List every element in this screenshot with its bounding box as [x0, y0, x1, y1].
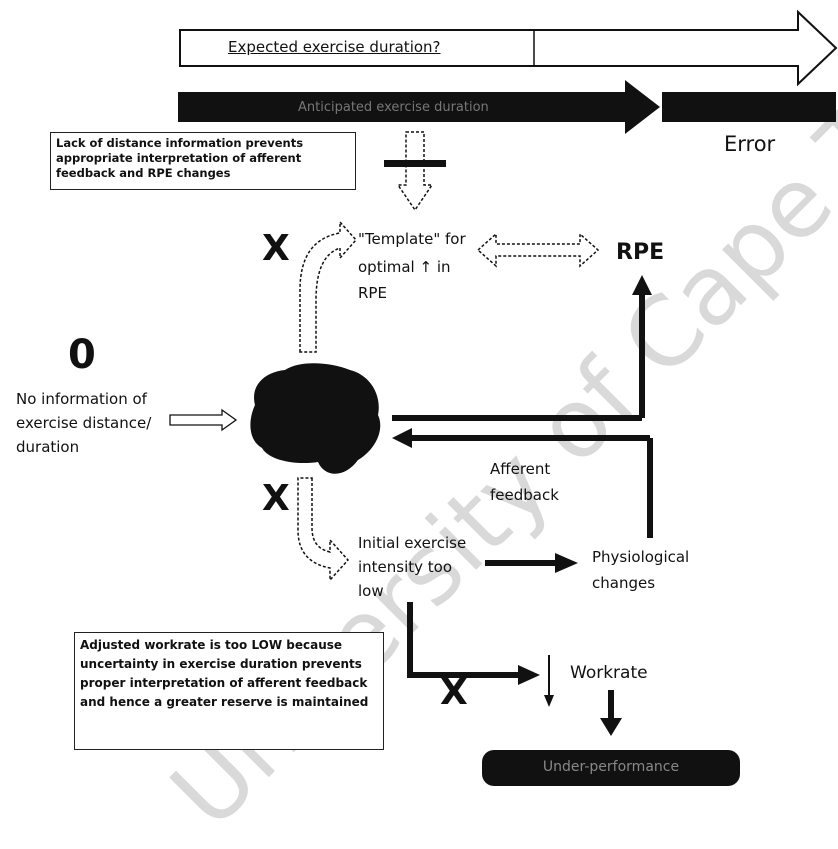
initial-label-2: intensity too	[358, 558, 453, 576]
x-mark-top: X	[262, 228, 290, 269]
workrate-to-outcome-arrow	[600, 690, 622, 736]
brain-icon	[250, 363, 381, 474]
initial-label-3: low	[358, 582, 384, 600]
no-info-label-2: exercise distance/	[16, 414, 152, 432]
template-label-3: RPE	[358, 284, 387, 302]
afferent-label-1: Afferent	[490, 460, 551, 478]
no-info-label-1: No information of	[16, 390, 147, 408]
anticipated-duration-bar	[178, 80, 836, 134]
lack-info-box: Lack of distance information prevents ap…	[50, 132, 356, 190]
initial-label-1: Initial exercise	[358, 534, 467, 552]
template-label-2: optimal ↑ in	[358, 258, 451, 276]
outcome-pill-label: Under-performance	[542, 759, 680, 775]
template-rpe-double-arrow	[476, 232, 600, 268]
physio-label-2: changes	[592, 574, 656, 592]
initial-curve-arrow	[297, 477, 350, 582]
template-label-1: "Template" for	[358, 230, 466, 248]
workrate-label: Workrate	[570, 663, 648, 683]
x-mark-mid: X	[262, 478, 290, 519]
intensity-to-physio-arrow	[485, 553, 578, 573]
expected-duration-label: Expected exercise duration?	[228, 38, 441, 56]
intensity-to-workrate-arrow	[407, 602, 540, 685]
diagram-arrows	[169, 9, 838, 786]
anticipated-duration-label: Anticipated exercise duration	[298, 100, 489, 115]
physio-label-1: Physiological	[592, 548, 690, 566]
error-label: Error	[724, 132, 776, 156]
x-mark-bottom: X	[440, 672, 468, 713]
rpe-feedback-arrows	[392, 275, 653, 538]
rpe-label: RPE	[616, 240, 665, 265]
workrate-down-arrow	[544, 655, 554, 707]
zero-label: 0	[68, 332, 96, 378]
afferent-label-2: feedback	[490, 486, 559, 504]
adjusted-workrate-box: Adjusted workrate is too LOW because unc…	[74, 632, 384, 750]
info-to-brain-arrow	[169, 408, 238, 432]
no-info-label-3: duration	[16, 438, 80, 456]
expected-duration-arrow	[179, 9, 838, 87]
blocked-arrow	[384, 131, 446, 212]
outcome-pill	[482, 750, 740, 786]
template-curve-arrow	[299, 220, 358, 353]
